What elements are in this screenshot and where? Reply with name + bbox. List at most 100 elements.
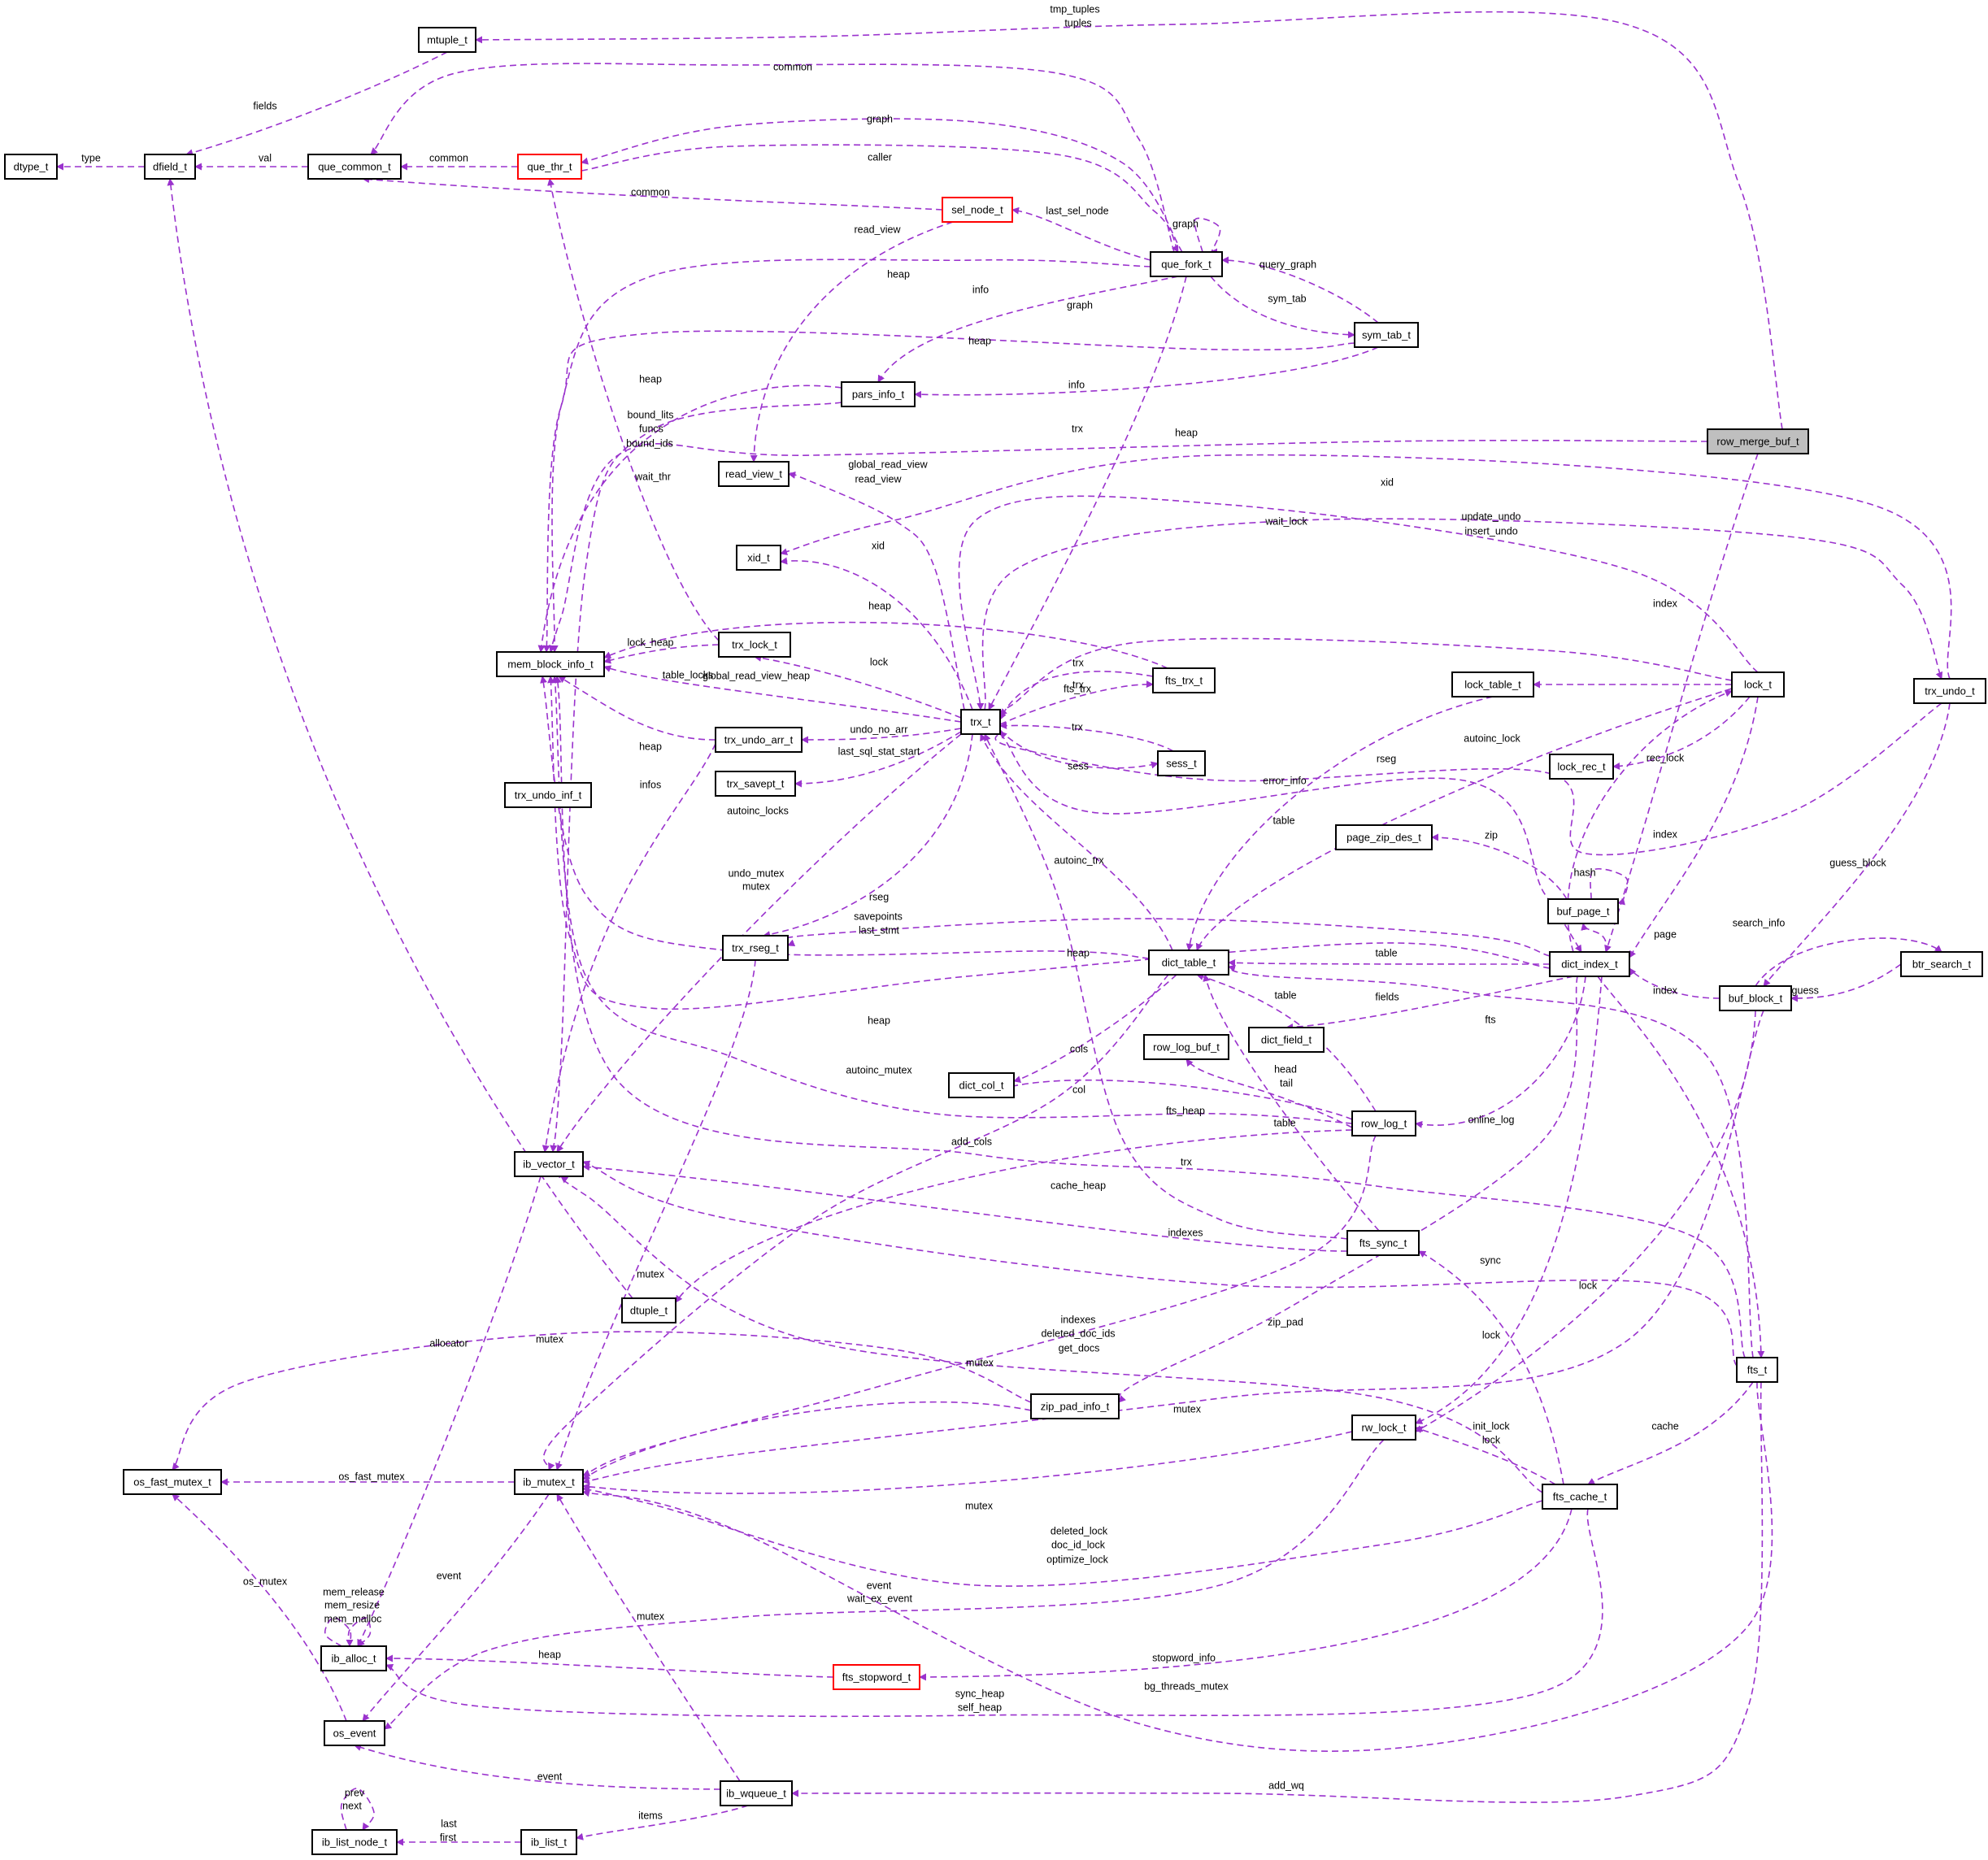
node-fts-cache-t[interactable]: fts_cache_t [1542,1484,1618,1510]
node-lock-t[interactable]: lock_t [1731,671,1785,698]
node-trx-t[interactable]: trx_t [960,709,1001,735]
edge-label: update_undo [1462,511,1521,522]
node-box [1549,951,1630,977]
node-buf-page-t[interactable]: buf_page_t [1547,898,1619,924]
node-trx-lock-t[interactable]: trx_lock_t [718,632,791,658]
edge-label: sync [1480,1254,1501,1266]
node-ib-list-node-t[interactable]: ib_list_node_t [311,1829,398,1855]
edge-os-event-os-fast-mutex-line [172,1493,347,1722]
node-que-fork-t[interactable]: que_fork_t [1150,251,1223,277]
node-box [718,461,790,487]
node-pars-info-t[interactable]: pars_info_t [841,381,916,407]
edge-label: val [259,152,272,163]
edge-pars-info-ib-vector-line [550,402,842,1153]
edge-buf-block-dict-index-line [1629,967,1720,999]
node-ib-wqueue-t[interactable]: ib_wqueue_t [720,1780,793,1806]
edge-trx-trx-savept [794,731,962,788]
node-ib-vector-t[interactable]: ib_vector_t [514,1151,584,1177]
node-label: xid_t [747,551,770,563]
edge-label: index [1653,598,1678,609]
edge-row-log-mem-block-fts-heap [551,676,1353,1124]
node-lock-table-t[interactable]: lock_table_t [1451,671,1534,698]
edge-sym-tab-pars-info-line [914,346,1379,398]
node-os-fast-mutex-t[interactable]: os_fast_mutex_t [123,1469,222,1495]
node-zip-pad-info-t[interactable]: zip_pad_info_t [1030,1393,1120,1419]
node-mem-block-info-t[interactable]: mem_block_info_t [496,651,605,677]
node-ib-list-t[interactable]: ib_list_t [520,1829,577,1855]
edge-fts-ib-mutex-bg-threads-line [582,1381,1773,1752]
node-os-event[interactable]: os_event [324,1720,385,1746]
node-ib-alloc-t[interactable]: ib_alloc_t [320,1645,387,1671]
node-sel-node-t[interactable]: sel_node_t [942,197,1013,223]
edge-buf-page-self-hash-line [1590,868,1629,906]
node-trx-undo-t[interactable]: trx_undo_t [1913,678,1986,704]
node-fts-sync-t[interactable]: fts_sync_t [1346,1230,1420,1256]
node-label: que_common_t [318,160,391,172]
node-box [1900,951,1983,977]
edge-label: heap [968,335,991,346]
node-box [720,1780,793,1806]
edge-que-fork-mem-block-line [550,259,1151,653]
node-read-view-t[interactable]: read_view_t [718,461,790,487]
node-label: dfield_t [153,160,187,172]
edge-fts-cache-fts-sync [1418,1250,1564,1485]
node-mtuple-t[interactable]: mtuple_t [418,27,476,53]
node-rw-lock-t[interactable]: rw_lock_t [1351,1415,1416,1441]
node-label: ib_list_node_t [322,1836,388,1848]
node-label: ib_mutex_t [523,1475,575,1488]
node-page-zip-des-t[interactable]: page_zip_des_t [1335,824,1433,850]
node-dict-field-t[interactable]: dict_field_t [1248,1027,1325,1053]
node-dfield-t[interactable]: dfield_t [144,154,196,180]
node-que-thr-t[interactable]: que_thr_t [517,154,582,180]
edge-row-log-dict-col-line [977,1079,1353,1120]
node-dict-table-t[interactable]: dict_table_t [1148,950,1229,976]
edge-trx-trx-lock [754,654,962,719]
node-label: row_log_t [1361,1117,1407,1129]
node-dtype-t[interactable]: dtype_t [4,154,58,180]
edge-fts-dict-table-line [1228,964,1754,1358]
node-trx-rseg-t[interactable]: trx_rseg_t [722,935,789,961]
node-trx-undo-inf-t[interactable]: trx_undo_inf_t [504,782,592,808]
edge-row-log-row-log-buf-line [1185,1058,1353,1128]
node-box [718,632,791,658]
node-xid-t[interactable]: xid_t [736,545,781,571]
edge-label: cols [1070,1043,1088,1054]
node-lock-rec-t[interactable]: lock_rec_t [1549,754,1614,780]
node-dict-index-t[interactable]: dict_index_t [1549,951,1630,977]
edge-row-log-dtuple-line [675,1129,1353,1303]
node-sym-tab-t[interactable]: sym_tab_t [1354,322,1419,348]
node-box [715,771,796,797]
edge-trx-undo-buf-block [1763,702,1951,987]
node-fts-t[interactable]: fts_t [1736,1357,1778,1383]
edge-sel-node-read-view-line [750,221,954,463]
edge-label: add_cols [951,1136,992,1147]
edge-label: index [1653,828,1678,840]
node-trx-savept-t[interactable]: trx_savept_t [715,771,796,797]
node-label: dtype_t [14,160,49,172]
node-trx-undo-arr-t[interactable]: trx_undo_arr_t [715,727,803,753]
node-sess-t[interactable]: sess_t [1157,750,1206,776]
edge-fts-sync-dict-table [1203,974,1380,1232]
edge-label: graph [1172,218,1198,229]
node-ib-mutex-t[interactable]: ib_mutex_t [514,1469,584,1495]
edge-label: trx [1072,657,1085,668]
edge-que-fork-pars-info [877,276,1179,383]
edge-que-fork-sel-node [1011,206,1151,261]
node-row-merge-buf-t[interactable]: row_merge_buf_t [1707,428,1809,454]
node-btr-search-t[interactable]: btr_search_t [1900,951,1983,977]
node-fts-stopword-t[interactable]: fts_stopword_t [833,1664,920,1690]
edge-label: undo_no_arr [850,724,908,735]
node-row-log-t[interactable]: row_log_t [1351,1110,1416,1136]
node-dtuple-t[interactable]: dtuple_t [621,1297,676,1323]
edge-label: insert_undo [1464,525,1517,537]
node-que-common-t[interactable]: que_common_t [307,154,402,180]
node-dict-col-t[interactable]: dict_col_t [948,1072,1015,1098]
node-row-log-buf-t[interactable]: row_log_buf_t [1143,1034,1229,1060]
edge-trx-trx-undo-arr [801,728,962,744]
node-buf-block-t[interactable]: buf_block_t [1719,985,1792,1011]
node-fts-trx-t[interactable]: fts_trx_t [1152,667,1216,693]
edge-dict-index-fts-line [1597,976,1765,1358]
edge-que-fork-mem-block [550,259,1151,653]
edge-row-merge-buf-mem-block-line [549,439,1708,653]
node-box [948,1072,1015,1098]
